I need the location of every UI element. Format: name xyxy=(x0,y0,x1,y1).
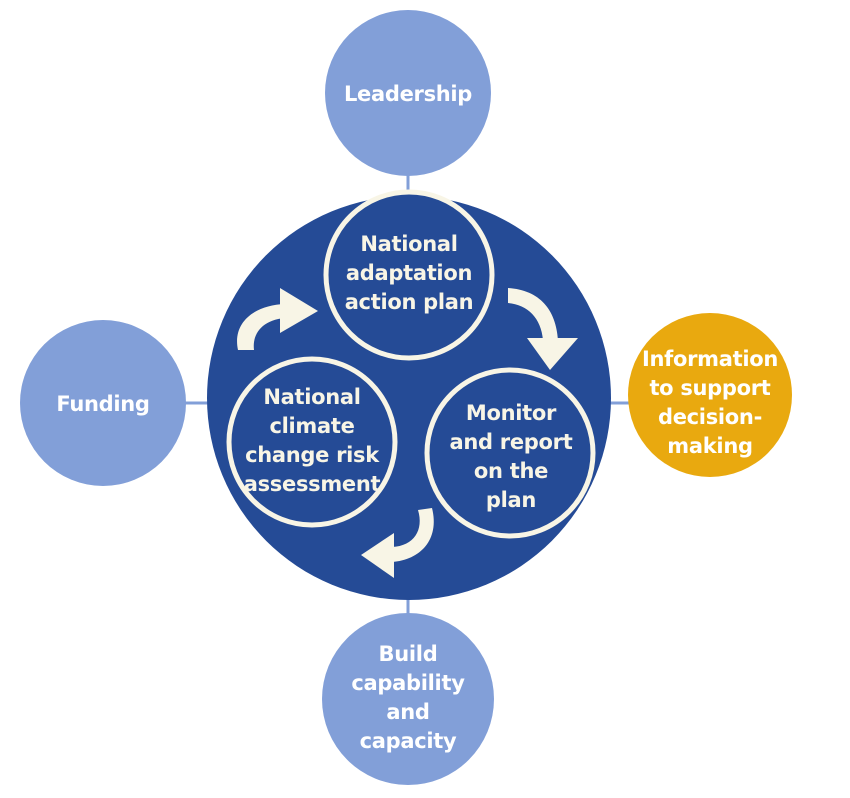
node-capability-label: Build capability and capacity xyxy=(351,642,465,753)
arrow-plan-to-monitor xyxy=(508,288,578,370)
cycle-assessment-circle xyxy=(226,356,398,528)
cycle-monitor-circle xyxy=(424,367,596,539)
node-leadership-circle xyxy=(325,10,491,176)
cycle-plan-label: National adaptation action plan xyxy=(344,231,474,314)
node-capability-circle xyxy=(322,613,494,785)
node-leadership-label: Leadership xyxy=(343,81,473,106)
arrow-monitor-to-assessment xyxy=(361,508,434,578)
arrow-assessment-to-plan xyxy=(237,288,318,350)
node-information-label: Information to support decision- making xyxy=(641,347,779,458)
cycle-monitor-label: Monitor and report on the plan xyxy=(449,401,573,512)
node-information-circle xyxy=(628,313,792,477)
cycle-assessment-label: National climate change risk assessment xyxy=(243,385,381,496)
node-funding-label: Funding xyxy=(56,391,150,416)
node-funding-circle xyxy=(20,320,186,486)
cycle-plan-circle xyxy=(323,189,495,361)
